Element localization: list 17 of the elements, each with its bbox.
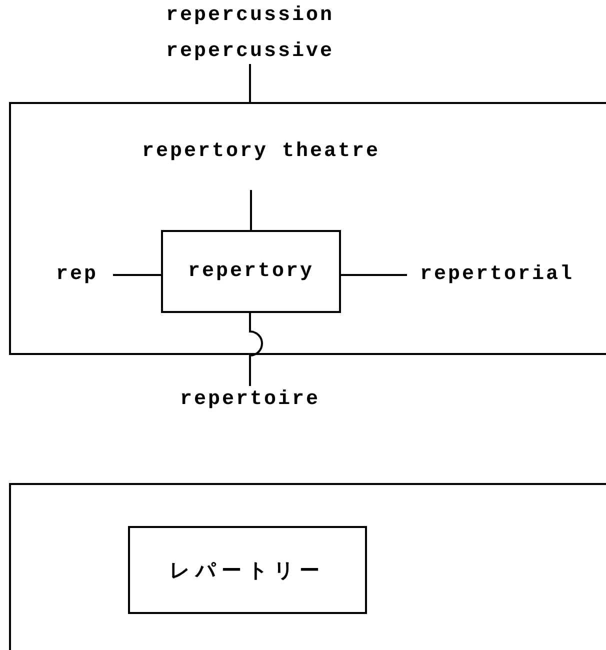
term-box [161, 230, 341, 313]
term-box [128, 526, 367, 614]
term-label: repertorial [420, 263, 574, 287]
term-label: repertory theatre [142, 140, 380, 164]
term-label: repertory [188, 260, 314, 284]
term-label: rep [56, 263, 98, 287]
connector-line [341, 274, 407, 276]
group-frame [9, 102, 606, 355]
term-label: レパートリー [170, 558, 326, 582]
group-frame [9, 483, 606, 650]
term-label: repercussive [166, 40, 334, 64]
term-label: repercussion [166, 4, 334, 28]
connector-line [249, 313, 263, 386]
connector-line [250, 190, 252, 230]
connector-line [249, 64, 251, 102]
connector-line [113, 274, 161, 276]
term-label: repertoire [180, 388, 320, 412]
